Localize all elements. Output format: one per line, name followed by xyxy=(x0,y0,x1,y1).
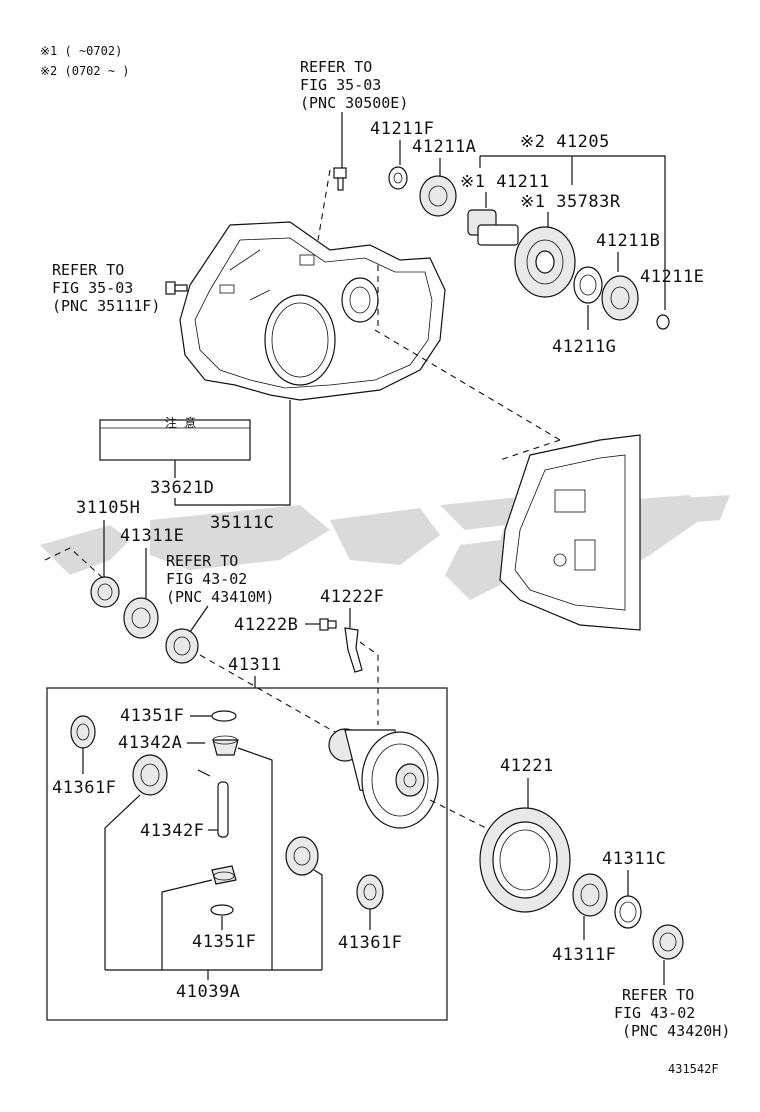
bolt-left xyxy=(165,281,188,295)
ref-mid-line1: REFER TO xyxy=(166,552,238,570)
group-box-41311 xyxy=(46,687,448,1021)
part-41211G xyxy=(573,266,603,304)
part-41211-shaft xyxy=(467,209,519,246)
part-side-gear-right xyxy=(285,836,319,876)
ref-top-line3: (PNC 30500E) xyxy=(300,94,408,112)
differential-case xyxy=(328,728,439,829)
part-41311E xyxy=(123,597,159,639)
ref-mid: REFER TO FIG 43-02 (PNC 43410M) xyxy=(166,552,274,606)
ref-top-line1: REFER TO xyxy=(300,58,372,76)
part-41311C xyxy=(614,895,642,929)
bolt-top xyxy=(317,167,347,241)
label-41361F-b: 41361F xyxy=(338,933,402,953)
note-1: ※1 ( ~0702) xyxy=(40,44,122,58)
label-41221: 41221 xyxy=(500,756,554,776)
label-41311C: 41311C xyxy=(602,849,666,869)
ref-mid-line2: FIG 43-02 xyxy=(166,570,247,588)
label-35111C: 35111C xyxy=(210,513,274,533)
label-41342F: 41342F xyxy=(140,821,204,841)
label-41222F: 41222F xyxy=(320,587,384,607)
part-41211F xyxy=(388,166,408,190)
ref-left-line1: REFER TO xyxy=(52,261,124,279)
ref-bottom-line2: FIG 43-02 xyxy=(614,1004,695,1022)
part-41222B-bolt xyxy=(319,618,337,631)
label-41351F-a: 41351F xyxy=(120,706,184,726)
ref-left-line2: FIG 35-03 xyxy=(52,279,133,297)
note-2: ※2 (0702 ~ ) xyxy=(40,64,130,78)
part-pinion-gear-lower xyxy=(211,865,237,885)
part-41211B xyxy=(601,275,639,321)
part-41361F-a xyxy=(70,715,96,749)
label-41211A: 41211A xyxy=(412,137,476,157)
part-bearing-43420H xyxy=(652,924,684,960)
ref-mid-line3: (PNC 43410M) xyxy=(166,588,274,606)
label-41361F-a: 41361F xyxy=(52,778,116,798)
figure-id: 431542F xyxy=(668,1062,719,1076)
label-41205: ※2 41205 xyxy=(520,132,610,152)
label-35783R: ※1 35783R xyxy=(520,192,621,212)
part-41351F-a xyxy=(211,710,237,722)
label-41342A: 41342A xyxy=(118,733,182,753)
label-41211: ※1 41211 xyxy=(460,172,550,192)
caution-label: 注 意 xyxy=(99,415,251,461)
label-41211G: 41211G xyxy=(552,337,616,357)
ref-left: REFER TO FIG 35-03 (PNC 35111F) xyxy=(52,261,160,315)
ref-bottom-line3: (PNC 43420H) xyxy=(622,1022,730,1040)
ref-left-line3: (PNC 35111F) xyxy=(52,297,160,315)
part-side-gear-left xyxy=(132,754,168,796)
ref-top: REFER TO FIG 35-03 (PNC 30500E) xyxy=(300,58,408,112)
label-33621D: 33621D xyxy=(150,478,214,498)
label-41351F-b: 41351F xyxy=(192,932,256,952)
part-31105H xyxy=(90,576,120,608)
ref-top-line2: FIG 35-03 xyxy=(300,76,381,94)
label-41222B: 41222B xyxy=(234,615,298,635)
label-41311E: 41311E xyxy=(120,526,184,546)
part-41351F-b xyxy=(210,904,234,916)
ref-bottom: REFER TO FIG 43-02 (PNC 43420H) xyxy=(614,986,730,1040)
label-41311F: 41311F xyxy=(552,945,616,965)
part-41311F xyxy=(572,873,608,917)
transmission-partial xyxy=(499,434,641,631)
part-bearing-43410M xyxy=(165,628,199,664)
label-41211B: 41211B xyxy=(596,231,660,251)
part-41211A xyxy=(419,175,457,217)
part-41222F-clip xyxy=(344,627,363,673)
part-41211E xyxy=(656,314,670,330)
transaxle-housing xyxy=(179,221,446,401)
ref-bottom-line1: REFER TO xyxy=(622,986,694,1004)
part-41342A-gear xyxy=(212,735,239,756)
part-35783R-gear xyxy=(514,226,576,298)
label-41211F: 41211F xyxy=(370,119,434,139)
caution-label-text: 注 意 xyxy=(165,415,196,430)
label-41311: 41311 xyxy=(228,655,282,675)
label-31105H: 31105H xyxy=(76,498,140,518)
part-41342F-pin xyxy=(217,781,229,838)
part-41221-ring-gear xyxy=(479,807,571,913)
label-41211E: 41211E xyxy=(640,267,704,287)
part-41361F-b xyxy=(356,874,384,910)
label-41039A: 41039A xyxy=(176,982,240,1002)
